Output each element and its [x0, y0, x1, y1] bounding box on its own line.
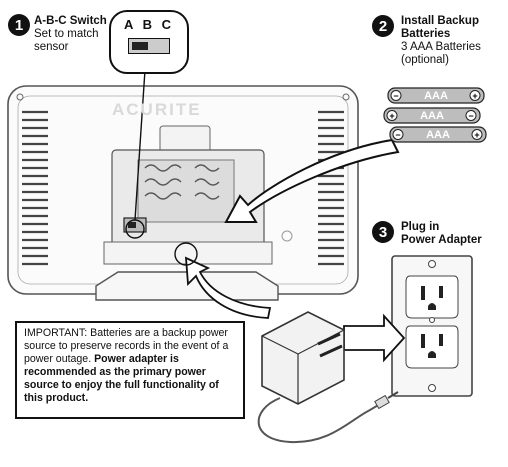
- step-1-line-1: Set to match: [34, 28, 99, 40]
- battery-label: AAA: [424, 90, 448, 102]
- step-3-text: Plug in Power Adapter: [401, 221, 506, 247]
- svg-text:−: −: [468, 111, 473, 121]
- battery-label: AAA: [420, 110, 444, 122]
- svg-text:+: +: [474, 130, 479, 140]
- abc-switch: [128, 38, 170, 54]
- step-1-text: A-B-C Switch Set to match sensor: [34, 15, 114, 54]
- step-2-title-1: Install Backup: [401, 15, 479, 27]
- arrow-icon: [224, 138, 400, 223]
- important-note: IMPORTANT: Batteries are a backup power …: [15, 321, 245, 419]
- svg-text:+: +: [389, 111, 394, 121]
- power-adapter-icon: [257, 311, 399, 444]
- power-outlet-icon: [391, 255, 473, 397]
- callout-line: [134, 69, 146, 221]
- battery-label: AAA: [426, 129, 450, 141]
- important-lead: IMPORTANT:: [24, 327, 88, 339]
- step-3-number: 3: [372, 221, 394, 243]
- svg-text:+: +: [472, 91, 477, 101]
- important-bold: Power adapter is recommended as the prim…: [24, 353, 219, 404]
- step-2-text: Install Backup Batteries 3 AAA Batteries…: [401, 15, 506, 67]
- svg-text:−: −: [393, 91, 398, 101]
- step-2-number: 2: [372, 15, 394, 37]
- step-2-line-1: 3 AAA Batteries: [401, 41, 481, 53]
- step-2-line-2: (optional): [401, 54, 449, 66]
- step-3-title-1: Plug in: [401, 221, 440, 233]
- vent-left: [22, 110, 48, 266]
- display-unit-back: [7, 85, 359, 301]
- svg-text:−: −: [395, 130, 400, 140]
- step-3-title-2: Power Adapter: [401, 234, 482, 246]
- step-1-number: 1: [8, 14, 30, 36]
- step-1-line-2: sensor: [34, 41, 69, 53]
- brand-logo: ACURITE: [112, 100, 202, 119]
- step-2-title-2: Batteries: [401, 28, 451, 40]
- step-1-title: A-B-C Switch: [34, 15, 107, 27]
- abc-switch-callout: A B C: [109, 10, 189, 74]
- abc-label: A B C: [124, 17, 174, 32]
- important-normal: Batteries are a backup power source to p…: [24, 327, 229, 365]
- battery-icon: − + AAA: [387, 87, 485, 104]
